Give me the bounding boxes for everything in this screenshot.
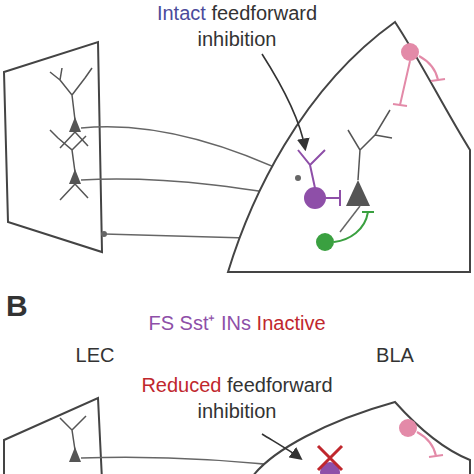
- label-group: BLA: [360, 342, 430, 368]
- leader-arrow: [262, 54, 305, 148]
- lec-region: [4, 42, 102, 252]
- dendrite: [298, 150, 325, 188]
- label-group: LEC: [60, 342, 130, 368]
- panel-letter: B: [6, 289, 28, 322]
- region-label: LEC: [76, 344, 115, 366]
- region-label: BLA: [376, 344, 414, 366]
- label-group: FS Sst⁺ INs Inactive: [60, 310, 414, 336]
- cell-type: FS Sst⁺ INs: [148, 312, 251, 334]
- pyramidal-soma: [69, 169, 81, 184]
- state-word: Intact: [157, 2, 206, 24]
- state-word: Reduced: [141, 374, 221, 396]
- state-word: Inactive: [257, 312, 326, 334]
- interneuron: [401, 43, 419, 61]
- pyramidal-soma: [69, 447, 81, 462]
- caption-text: feedforward inhibition: [198, 2, 318, 50]
- pyramidal-soma: [69, 117, 81, 132]
- principal-neuron: [346, 180, 370, 206]
- interneuron: [399, 419, 417, 437]
- inactive-cross: [318, 446, 342, 470]
- bla-region: [250, 402, 470, 474]
- leader-arrow: [262, 434, 300, 458]
- bla-region: [228, 22, 470, 272]
- interneuron: [316, 233, 334, 251]
- label-group: Reduced feedforward inhibition: [137, 372, 337, 424]
- label-group: B: [6, 286, 46, 325]
- axon: [81, 127, 298, 178]
- label-group: Intact feedforward inhibition: [137, 0, 337, 52]
- lec-region: [4, 398, 102, 474]
- fs-sst-interneuron: [304, 187, 326, 209]
